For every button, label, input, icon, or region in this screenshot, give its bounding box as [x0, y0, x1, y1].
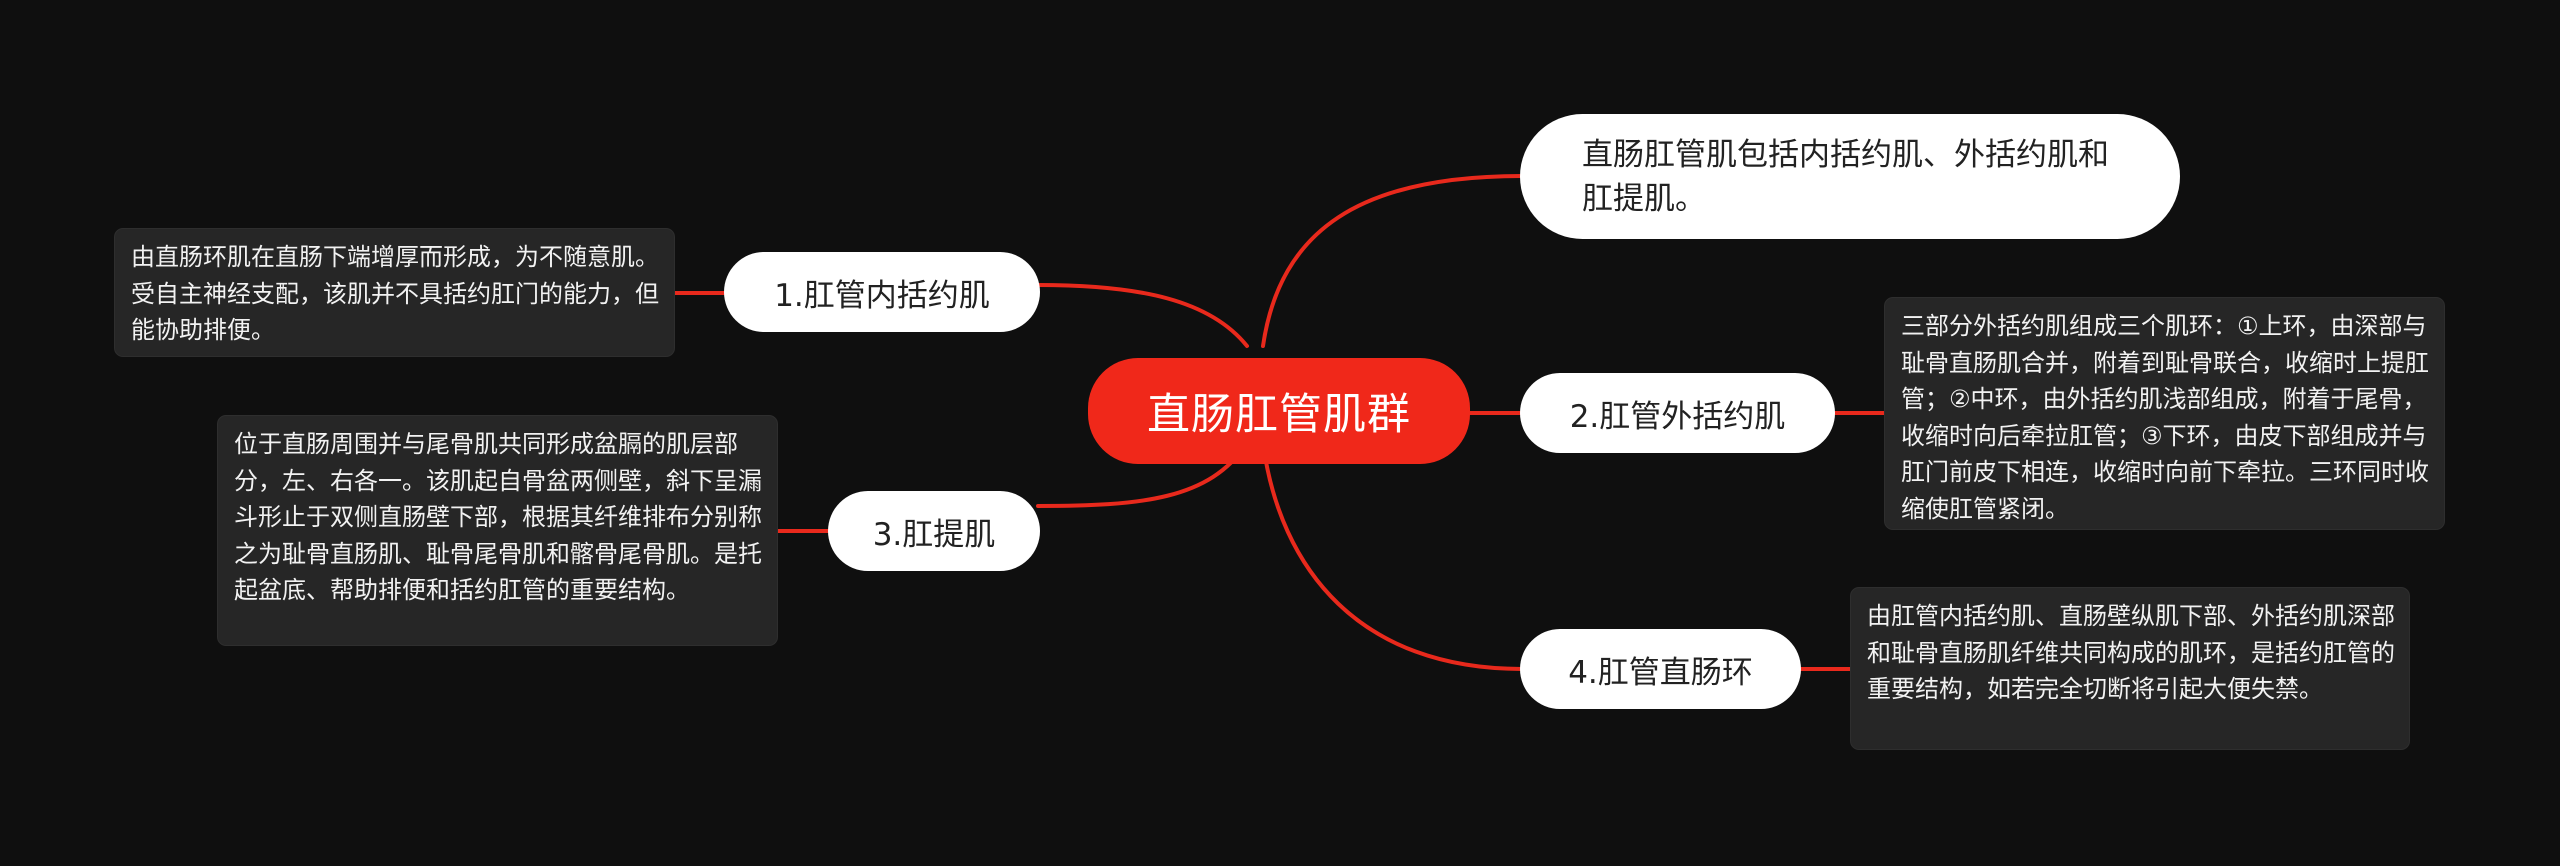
connector-root-to-branch-1 — [1036, 283, 1249, 348]
branch-2-note: 三部分外括约肌组成三个肌环：①上环，由深部与耻骨直肠肌合并，附着到耻骨联合，收缩… — [1884, 297, 2445, 530]
branch-1-note: 由直肠环肌在直肠下端增厚而形成，为不随意肌。受自主神经支配，该肌并不具括约肛门的… — [114, 228, 675, 357]
summary-node-label: 直肠肛管肌包括内括约肌、外括约肌和肛提肌。 — [1582, 136, 2109, 217]
branch-node-1-label: 1.肛管内括约肌 — [774, 277, 990, 314]
branch-node-4[interactable]: 4.肛管直肠环 — [1520, 629, 1801, 709]
branch-3-note: 位于直肠周围并与尾骨肌共同形成盆膈的肌层部分，左、右各一。该肌起自骨盆两侧壁，斜… — [217, 415, 778, 646]
root-node[interactable]: 直肠肛管肌群 — [1088, 358, 1470, 464]
branch-4-note: 由肛管内括约肌、直肠壁纵肌下部、外括约肌深部和耻骨直肠肌纤维共同构成的肌环，是括… — [1850, 587, 2410, 750]
branch-node-3[interactable]: 3.肛提肌 — [828, 491, 1040, 571]
root-node-label: 直肠肛管肌群 — [1147, 390, 1411, 440]
branch-2-note-text: 三部分外括约肌组成三个肌环：①上环，由深部与耻骨直肠肌合并，附着到耻骨联合，收缩… — [1901, 312, 2429, 523]
branch-3-note-text: 位于直肠周围并与尾骨肌共同形成盆膈的肌层部分，左、右各一。该肌起自骨盆两侧壁，斜… — [234, 430, 762, 604]
branch-node-2[interactable]: 2.肛管外括约肌 — [1520, 373, 1835, 453]
branch-node-2-label: 2.肛管外括约肌 — [1569, 398, 1786, 435]
branch-4-note-text: 由肛管内括约肌、直肠壁纵肌下部、外括约肌深部和耻骨直肠肌纤维共同构成的肌环，是括… — [1867, 602, 2395, 703]
connector-root-to-summary — [1261, 174, 1524, 348]
branch-node-1[interactable]: 1.肛管内括约肌 — [724, 252, 1040, 332]
summary-node[interactable]: 直肠肛管肌包括内括约肌、外括约肌和肛提肌。 — [1520, 114, 2180, 239]
branch-node-4-label: 4.肛管直肠环 — [1568, 654, 1753, 691]
connector-root-to-branch-4 — [1261, 441, 1524, 671]
branch-1-note-text: 由直肠环肌在直肠下端增厚而形成，为不随意肌。受自主神经支配，该肌并不具括约肛门的… — [131, 243, 659, 344]
branch-node-3-label: 3.肛提肌 — [872, 516, 996, 553]
